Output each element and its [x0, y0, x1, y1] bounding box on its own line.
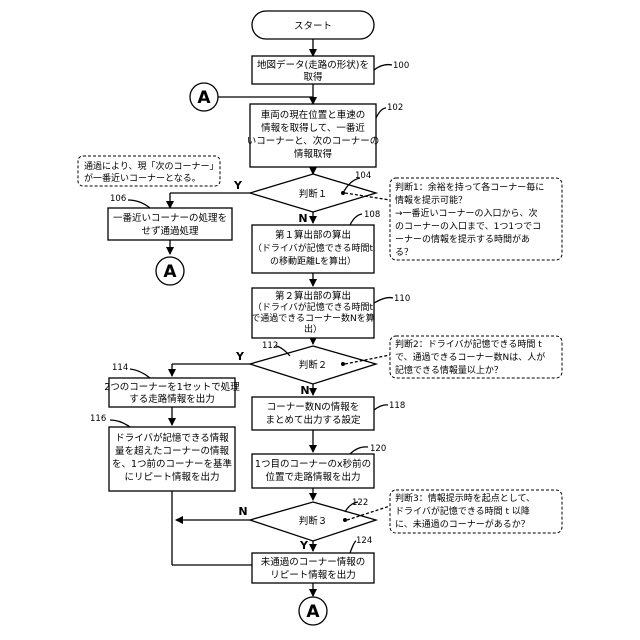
svg-text:Y: Y — [233, 179, 243, 192]
svg-text:通過により、現「次のコーナー」: 通過により、現「次のコーナー」 — [84, 160, 218, 172]
svg-text:リピート情報を出力: リピート情報を出力 — [270, 569, 356, 581]
connector-a-left: A — [156, 257, 184, 285]
step-120: 1つ目のコーナーのx秒前の 位置で走路情報を出力 120 — [252, 444, 386, 488]
svg-text:に、未通過のコーナーがあるか？: に、未通過のコーナーがあるか？ — [395, 518, 530, 530]
note-judgment-2: 判断2：ドライバが記憶できる時間 t で、通過できるコーナー数Nは、人が 記憶で… — [390, 336, 562, 378]
note-pass: 通過により、現「次のコーナー」 が一番近いコーナーとなる。 — [78, 156, 220, 186]
svg-text:（ドライバが記憶できる時間t: （ドライバが記憶できる時間t — [253, 242, 374, 254]
ref-112: 112 — [262, 341, 278, 351]
ref-100: 100 — [393, 61, 409, 71]
svg-text:ドライバが記憶できる情報: ドライバが記憶できる情報 — [115, 432, 229, 444]
svg-text:未通過のコーナー情報の: 未通過のコーナー情報の — [261, 556, 366, 568]
step-116: ドライバが記憶できる情報 量を超えたコーナーの情報 を、1つ前のコーナーを基準 … — [90, 414, 235, 491]
ref-118: 118 — [389, 401, 405, 411]
svg-text:第１算出部の算出: 第１算出部の算出 — [275, 229, 351, 241]
svg-text:一番近いコーナーの処理を: 一番近いコーナーの処理を — [113, 212, 227, 224]
note-judgment-3: 判断3：情報提示時を起点として、 ドライバが記憶できる時間 t 以降 に、未通過… — [390, 490, 562, 533]
svg-text:を、1つ前のコーナーを基準: を、1つ前のコーナーを基準 — [112, 458, 233, 470]
step-100: 地図データ(走路の形状)を 取得 100 — [252, 56, 409, 84]
svg-text:車両の現在位置と車速の: 車両の現在位置と車速の — [261, 109, 366, 121]
ref-114: 114 — [112, 363, 128, 373]
svg-text:地図データ(走路の形状)を: 地図データ(走路の形状)を — [257, 59, 369, 71]
svg-text:まとめて出力する設定: まとめて出力する設定 — [265, 414, 361, 426]
svg-text:にリピート情報を出力: にリピート情報を出力 — [124, 471, 219, 483]
ref-106: 106 — [110, 194, 126, 204]
svg-text:コーナー数Nの情報を: コーナー数Nの情報を — [267, 401, 360, 413]
svg-text:Y: Y — [235, 350, 245, 363]
ref-110: 110 — [394, 294, 410, 304]
svg-text:で、通過できるコーナー数Nは、人が: で、通過できるコーナー数Nは、人が — [395, 351, 545, 363]
svg-text:取得: 取得 — [303, 71, 323, 83]
svg-text:出）: 出） — [304, 323, 322, 335]
note-judgment-1: 判断1：余裕を持って各コーナー毎に 情報を提示可能？ →一番近いコーナーの入口か… — [390, 178, 562, 260]
svg-text:記憶できる情報量以上か？: 記憶できる情報量以上か？ — [395, 364, 503, 376]
connector-a-top: A — [190, 83, 218, 111]
svg-text:判断2：ドライバが記憶できる時間 t: 判断2：ドライバが記憶できる時間 t — [395, 338, 542, 350]
svg-text:の移動距離Lを算出）: の移動距離Lを算出） — [270, 255, 356, 267]
svg-text:A: A — [163, 262, 177, 282]
connector-a-bottom: A — [299, 597, 327, 625]
svg-text:A: A — [197, 88, 211, 108]
ref-104: 104 — [355, 171, 371, 181]
svg-text:する走路情報を出力: する走路情報を出力 — [129, 393, 215, 405]
step-118: コーナー数Nの情報を まとめて出力する設定 118 — [252, 397, 405, 430]
svg-text:A: A — [306, 602, 320, 622]
ref-122: 122 — [352, 498, 368, 508]
step-108: 第１算出部の算出 （ドライバが記憶できる時間t の移動距離Lを算出） 108 — [252, 210, 380, 273]
svg-text:Y: Y — [299, 539, 309, 552]
svg-text:N: N — [300, 384, 309, 397]
svg-text:第２算出部の算出: 第２算出部の算出 — [275, 290, 351, 302]
svg-text:判断3：情報提示時を起点として、: 判断3：情報提示時を起点として、 — [395, 492, 535, 504]
svg-text:ーナーの情報を提示する時間があ: ーナーの情報を提示する時間があ — [395, 233, 530, 245]
ref-102: 102 — [387, 103, 403, 113]
svg-text:1つ目のコーナーのx秒前の: 1つ目のコーナーのx秒前の — [255, 458, 371, 470]
svg-text:ドライバが記憶できる時間 t 以降: ドライバが記憶できる時間 t 以降 — [395, 505, 530, 517]
svg-text:量を超えたコーナーの情報: 量を超えたコーナーの情報 — [115, 445, 230, 457]
svg-text:判断２: 判断２ — [299, 359, 328, 371]
svg-text:N: N — [298, 212, 307, 225]
svg-text:で通過できるコーナー数Nを算: で通過できるコーナー数Nを算 — [251, 312, 375, 324]
svg-text:情報を取得して、一番近: 情報を取得して、一番近 — [261, 122, 365, 134]
ref-120: 120 — [370, 444, 386, 454]
svg-text:情報取得: 情報取得 — [294, 148, 333, 160]
ref-108: 108 — [364, 210, 380, 220]
svg-text:る？: る？ — [395, 247, 413, 258]
start-terminal: スタート — [252, 11, 374, 39]
svg-text:（ドライバが記憶できる時間t: （ドライバが記憶できる時間t — [253, 301, 374, 313]
svg-text:スタート: スタート — [294, 21, 332, 32]
svg-text:判断１: 判断１ — [299, 188, 328, 200]
svg-text:せず通過処理: せず通過処理 — [141, 225, 199, 237]
ref-116: 116 — [90, 414, 106, 424]
step-102: 車両の現在位置と車速の 情報を取得して、一番近 いコーナーと、次のコーナーの 情… — [247, 103, 404, 167]
svg-text:情報を提示可能？: 情報を提示可能？ — [395, 194, 467, 206]
svg-text:判断３: 判断３ — [299, 515, 328, 527]
svg-text:が一番近いコーナーとなる。: が一番近いコーナーとなる。 — [84, 172, 201, 184]
ref-124: 124 — [356, 536, 372, 546]
svg-text:N: N — [238, 505, 247, 518]
svg-text:のコーナーの入口まで、1つ1つでコ: のコーナーの入口まで、1つ1つでコ — [395, 221, 541, 232]
svg-text:2つのコーナーを1セットで処理: 2つのコーナーを1セットで処理 — [104, 381, 240, 393]
step-110: 第２算出部の算出 （ドライバが記憶できる時間t で通過できるコーナー数Nを算 出… — [251, 288, 410, 338]
svg-text:→一番近いコーナーの入口から、次: →一番近いコーナーの入口から、次 — [395, 207, 538, 219]
svg-text:いコーナーと、次のコーナーの: いコーナーと、次のコーナーの — [247, 135, 380, 147]
svg-text:判断1：余裕を持って各コーナー毎に: 判断1：余裕を持って各コーナー毎に — [395, 181, 544, 193]
svg-text:位置で走路情報を出力: 位置で走路情報を出力 — [265, 471, 360, 483]
